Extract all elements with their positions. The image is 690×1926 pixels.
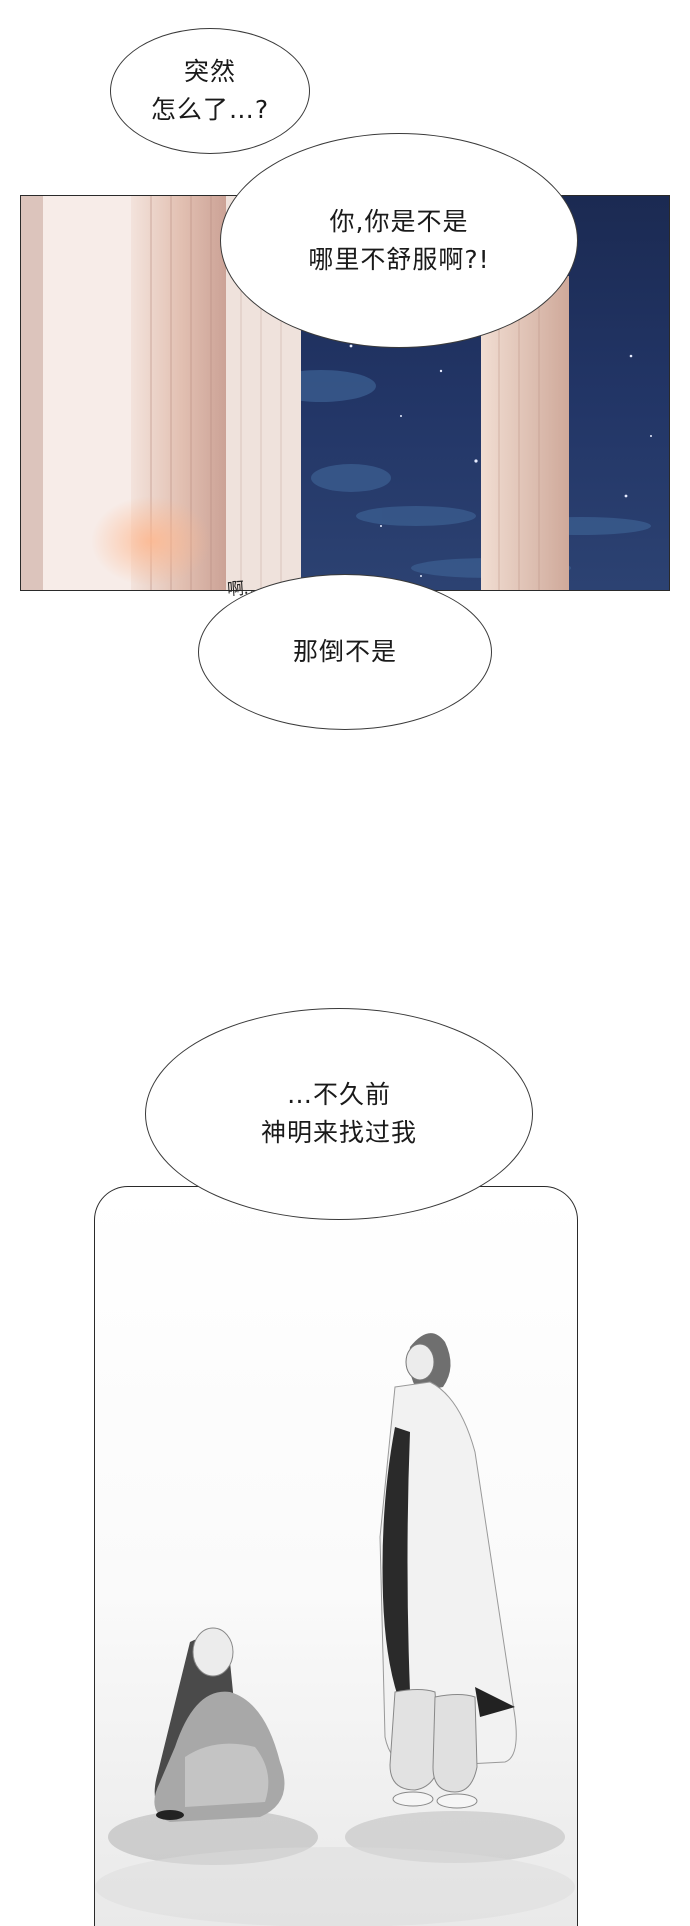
- speech-bubble-2: 你,你是不是 哪里不舒服啊?!: [220, 133, 578, 348]
- standing-man-figure: [379, 1333, 517, 1809]
- scene-panel: [94, 1186, 578, 1926]
- clouds: [266, 370, 651, 578]
- speech-text-4: …不久前 神明来找过我: [260, 1080, 417, 1147]
- speech-bubble-4: …不久前 神明来找过我: [145, 1008, 533, 1220]
- speech-text-2: 你,你是不是 哪里不舒服啊?!: [308, 206, 490, 274]
- sitting-girl-figure: [154, 1627, 285, 1822]
- speech-bubble-3: 那倒不是: [198, 574, 492, 730]
- night-window-art: [21, 196, 652, 590]
- speech-text-3: 那倒不是: [292, 637, 397, 666]
- speech-bubble-1: 突然 怎么了…?: [110, 28, 310, 154]
- scene-art: [95, 1333, 575, 1926]
- speech-text-1: 突然 怎么了…?: [150, 57, 270, 124]
